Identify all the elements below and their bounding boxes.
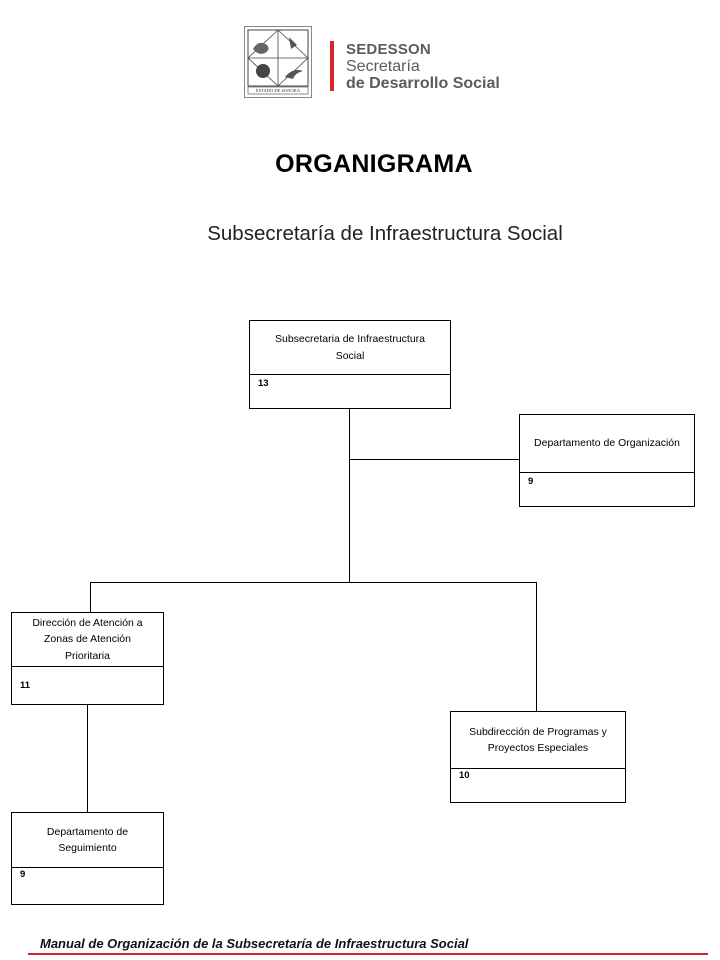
org-node-subsecretaria: Subsecretaria de Infraestructura Social … (249, 320, 451, 409)
brand-line-1: Secretaría (346, 58, 420, 75)
org-node-depto-organizacion: Departamento de Organización 9 (519, 414, 695, 507)
footer-manual-title: Manual de Organización de la Subsecretar… (40, 936, 469, 951)
org-node-label: Departamento de Organización (520, 415, 694, 473)
header: ESTADO DE SONORA SEDESSON Secretaría de … (242, 26, 532, 100)
footer-rule (28, 953, 708, 955)
org-node-level: 13 (258, 378, 269, 389)
page-title: ORGANIGRAMA (275, 150, 473, 178)
brand-wordmark: SEDESSON Secretaría de Desarrollo Social (346, 42, 500, 92)
org-node-label: Dirección de Atención a Zonas de Atenció… (12, 613, 163, 667)
org-node-label: Departamento de Seguimiento (12, 813, 163, 868)
connector-root-down (349, 408, 350, 583)
brand-line-2: de Desarrollo Social (346, 75, 500, 92)
brand-accent-bar (330, 41, 334, 91)
org-node-direccion-atencion: Dirección de Atención a Zonas de Atenció… (11, 612, 164, 705)
connector-to-organizacion (349, 459, 519, 460)
org-node-level: 9 (528, 476, 534, 487)
seal-emblem-icon (247, 29, 309, 95)
org-node-level: 11 (20, 680, 31, 691)
connector-to-seguimiento (87, 704, 88, 813)
connector-horizontal-bus (90, 582, 537, 583)
org-node-label: Subdirección de Programas y Proyectos Es… (451, 712, 625, 769)
org-node-level: 9 (20, 869, 26, 880)
seal-caption: ESTADO DE SONORA (255, 88, 301, 93)
connector-to-subdireccion (536, 582, 537, 711)
brand-acronym: SEDESSON (346, 41, 431, 58)
org-node-subdireccion-programas: Subdirección de Programas y Proyectos Es… (450, 711, 626, 803)
org-node-depto-seguimiento: Departamento de Seguimiento 9 (11, 812, 164, 905)
org-node-level: 10 (459, 770, 470, 781)
org-node-label: Subsecretaria de Infraestructura Social (250, 321, 450, 375)
connector-to-direccion (90, 582, 91, 612)
page-subtitle: Subsecretaría de Infraestructura Social (207, 222, 563, 245)
sonora-state-seal: ESTADO DE SONORA (244, 26, 312, 98)
